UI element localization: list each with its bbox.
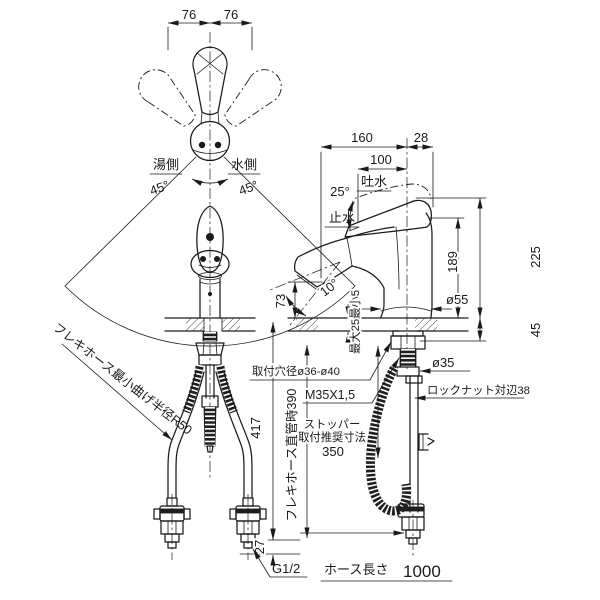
ball-mark-right: [214, 141, 222, 149]
mount-hole-label: 取付穴径ø36-ø40: [252, 364, 340, 378]
locknut-label: ロックナット対辺38: [427, 383, 530, 397]
braid-right: [216, 364, 238, 414]
body-front-sides: [199, 278, 221, 319]
manifold-front: [198, 354, 222, 366]
pivot-ball-arcs: [192, 149, 228, 161]
hose-bend-leader: [61, 343, 173, 441]
hose-straight-note: フレキホース直管時390: [284, 389, 299, 522]
ball-mark-left: [198, 141, 206, 149]
extension-lines-76: [167, 26, 253, 51]
dim-160: 160: [351, 130, 373, 145]
dim-76-right: 76: [224, 7, 238, 22]
base-dia-label: ø55: [446, 292, 468, 307]
deck-lines-front: [164, 317, 256, 332]
body-front-dot: [208, 292, 212, 296]
left-dimensions: 73 417 27 フレキホース直管時390 G1/2: [239, 281, 404, 578]
body-rear-edge: [425, 212, 433, 318]
head-mark-right: [214, 256, 220, 262]
under-deck-side: [365, 330, 435, 556]
faucet-side-view: 10°: [269, 138, 469, 370]
stopper-label-3: 350: [322, 444, 344, 459]
cold-angle-label: 45°: [237, 177, 261, 198]
hose-length-value: 1000: [403, 562, 441, 581]
handle-front-dot: [206, 233, 214, 241]
braid-right-ribs: [216, 364, 238, 414]
supply-tube-side: [409, 375, 419, 513]
handle-detail-lines: [196, 52, 224, 125]
pullout-hose-end: [206, 445, 214, 453]
faucet-front-view: フレキホース最小曲げ半径R50: [50, 205, 267, 560]
dim-100: 100: [370, 152, 392, 167]
hose-bend-note: フレキホース最小曲げ半径R50: [50, 320, 194, 437]
dim-45: 45: [528, 323, 543, 337]
dim-73: 73: [273, 294, 288, 308]
manifold-side: [396, 366, 420, 377]
body-front-lip: [199, 281, 221, 285]
deck-hatch-side-left: [296, 318, 318, 331]
head-front-arc: [198, 264, 222, 268]
connection-thread-label: G1/2: [272, 561, 300, 576]
pullout-hose-front: [203, 406, 217, 447]
dim-417: 417: [248, 417, 263, 439]
dim-28: 28: [414, 130, 428, 145]
lever-side-phantom: [350, 183, 432, 210]
deck-thickness-note: 最大25最小5: [348, 290, 362, 354]
supply-fitting-left: [153, 494, 191, 560]
braid-left: [182, 364, 204, 414]
handle-rotation-view: 76 76 湯側 水側 45° 45°: [64, 7, 356, 478]
side-dimensions: 160 28 100 25° 吐水 止水 225 189 45 ø55 最大25…: [249, 130, 543, 582]
rotation-arrow-arc: [191, 178, 229, 186]
thread-label: M35X1,5: [305, 388, 355, 402]
spray-head-details: [296, 237, 353, 290]
braid-left-ribs: [182, 364, 204, 414]
dim-27: 27: [252, 540, 267, 554]
shank-dia-label: ø35: [432, 355, 454, 370]
head-mark-left: [200, 256, 206, 262]
lever-angle-label: 25°: [330, 184, 350, 199]
washer-side: [392, 330, 424, 337]
handle-phantom-cold: [216, 62, 289, 135]
elbow-band: [397, 506, 425, 512]
rotation-sector-arc: [64, 285, 356, 347]
head-lip: [198, 272, 222, 280]
stop-label: 止水: [329, 210, 355, 225]
deck-hatch-side-right: [415, 318, 437, 331]
g12-leader: [253, 549, 308, 578]
dim-225: 225: [528, 246, 543, 268]
tube-fitting-top: [405, 375, 423, 384]
discharge-label: 吐水: [361, 174, 387, 189]
spray-head-side: [294, 237, 353, 288]
locknut-facets: [400, 335, 416, 350]
handle-top-outline: [192, 46, 228, 116]
lever-side-solid: [344, 199, 432, 238]
hot-side-label: 湯側: [153, 157, 179, 172]
head-angle-label: 10°: [317, 275, 342, 299]
hose-length-label: ホース長さ: [324, 562, 388, 577]
dim-76-left: 76: [182, 7, 196, 22]
spray-head-front: [190, 249, 230, 279]
stopper-label-1: ストッパー: [304, 418, 361, 431]
pullout-tube-front: [205, 364, 215, 399]
lever-angle-arc: [346, 200, 354, 231]
handle-phantom-hot: [131, 62, 204, 135]
stopper-label-2: 取付推奨寸法: [298, 430, 366, 444]
stop-underline: [324, 226, 360, 232]
deck-hatch-left: [186, 318, 204, 331]
flange-nut-facets: [202, 342, 218, 356]
deck-hatch-right: [222, 318, 240, 331]
cold-side-label: 水側: [231, 157, 257, 172]
deck-hole-edges-front: [203, 317, 223, 332]
head-angle-arc: [285, 295, 307, 317]
locknut-side: [390, 335, 426, 350]
handle-front-outline: [196, 205, 224, 273]
hot-angle-label: 45°: [148, 177, 172, 198]
dim-189: 189: [445, 251, 460, 273]
stopper-clip: [418, 433, 435, 451]
flex-hose-right: [215, 371, 253, 499]
elbow-nut-facets: [408, 516, 418, 531]
base-and-seam: [380, 226, 432, 312]
